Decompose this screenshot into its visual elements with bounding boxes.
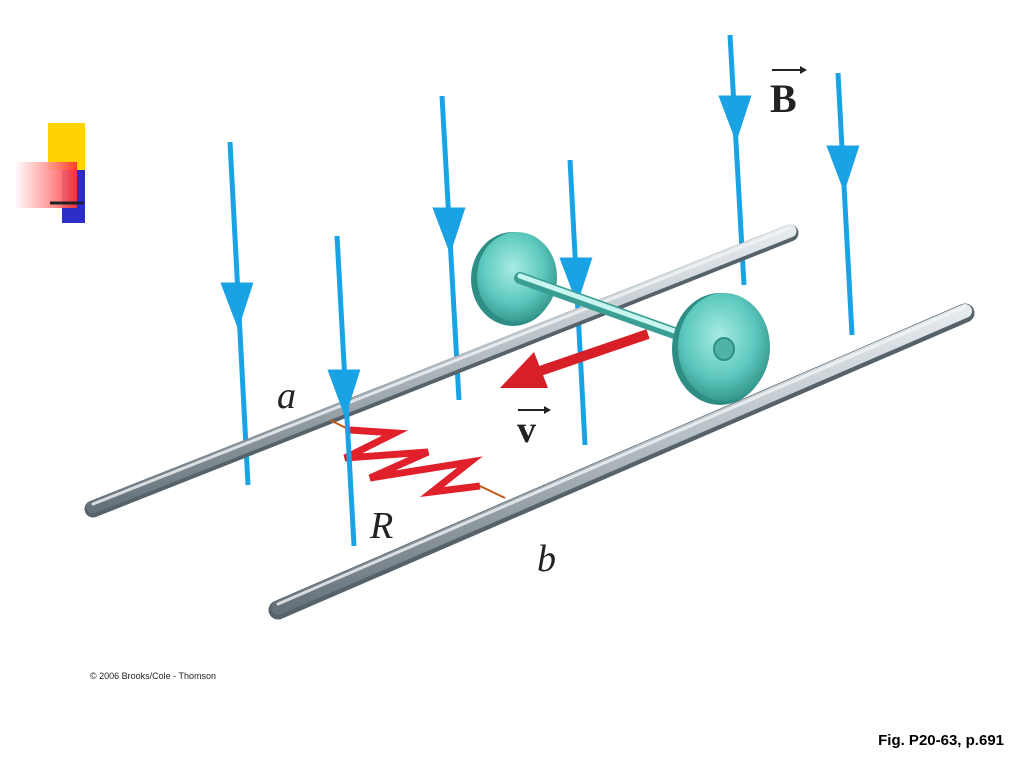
label-resistor: R — [369, 505, 393, 547]
axle-wheel-assembly — [471, 232, 770, 405]
figure-caption: Fig. P20-63, p.691 — [878, 732, 1004, 749]
field-arrow-3 — [432, 95, 466, 401]
label-rail-a: a — [277, 375, 296, 417]
field-arrow-6 — [826, 72, 860, 336]
label-velocity-text: v — [517, 409, 536, 451]
resistor — [329, 419, 506, 499]
velocity-arrow — [500, 329, 650, 388]
field-arrow-2 — [327, 235, 361, 547]
field-lines-back — [220, 34, 860, 486]
label-velocity: v — [517, 406, 551, 451]
rail-a — [84, 224, 799, 518]
slide-decoration — [14, 123, 85, 223]
label-rail-b: b — [537, 538, 556, 580]
rail-b — [268, 303, 975, 620]
label-field: B — [770, 66, 807, 121]
field-arrow-1 — [220, 141, 254, 486]
copyright-notice: © 2006 Brooks/Cole - Thomson — [90, 671, 217, 681]
label-field-text: B — [770, 76, 797, 121]
